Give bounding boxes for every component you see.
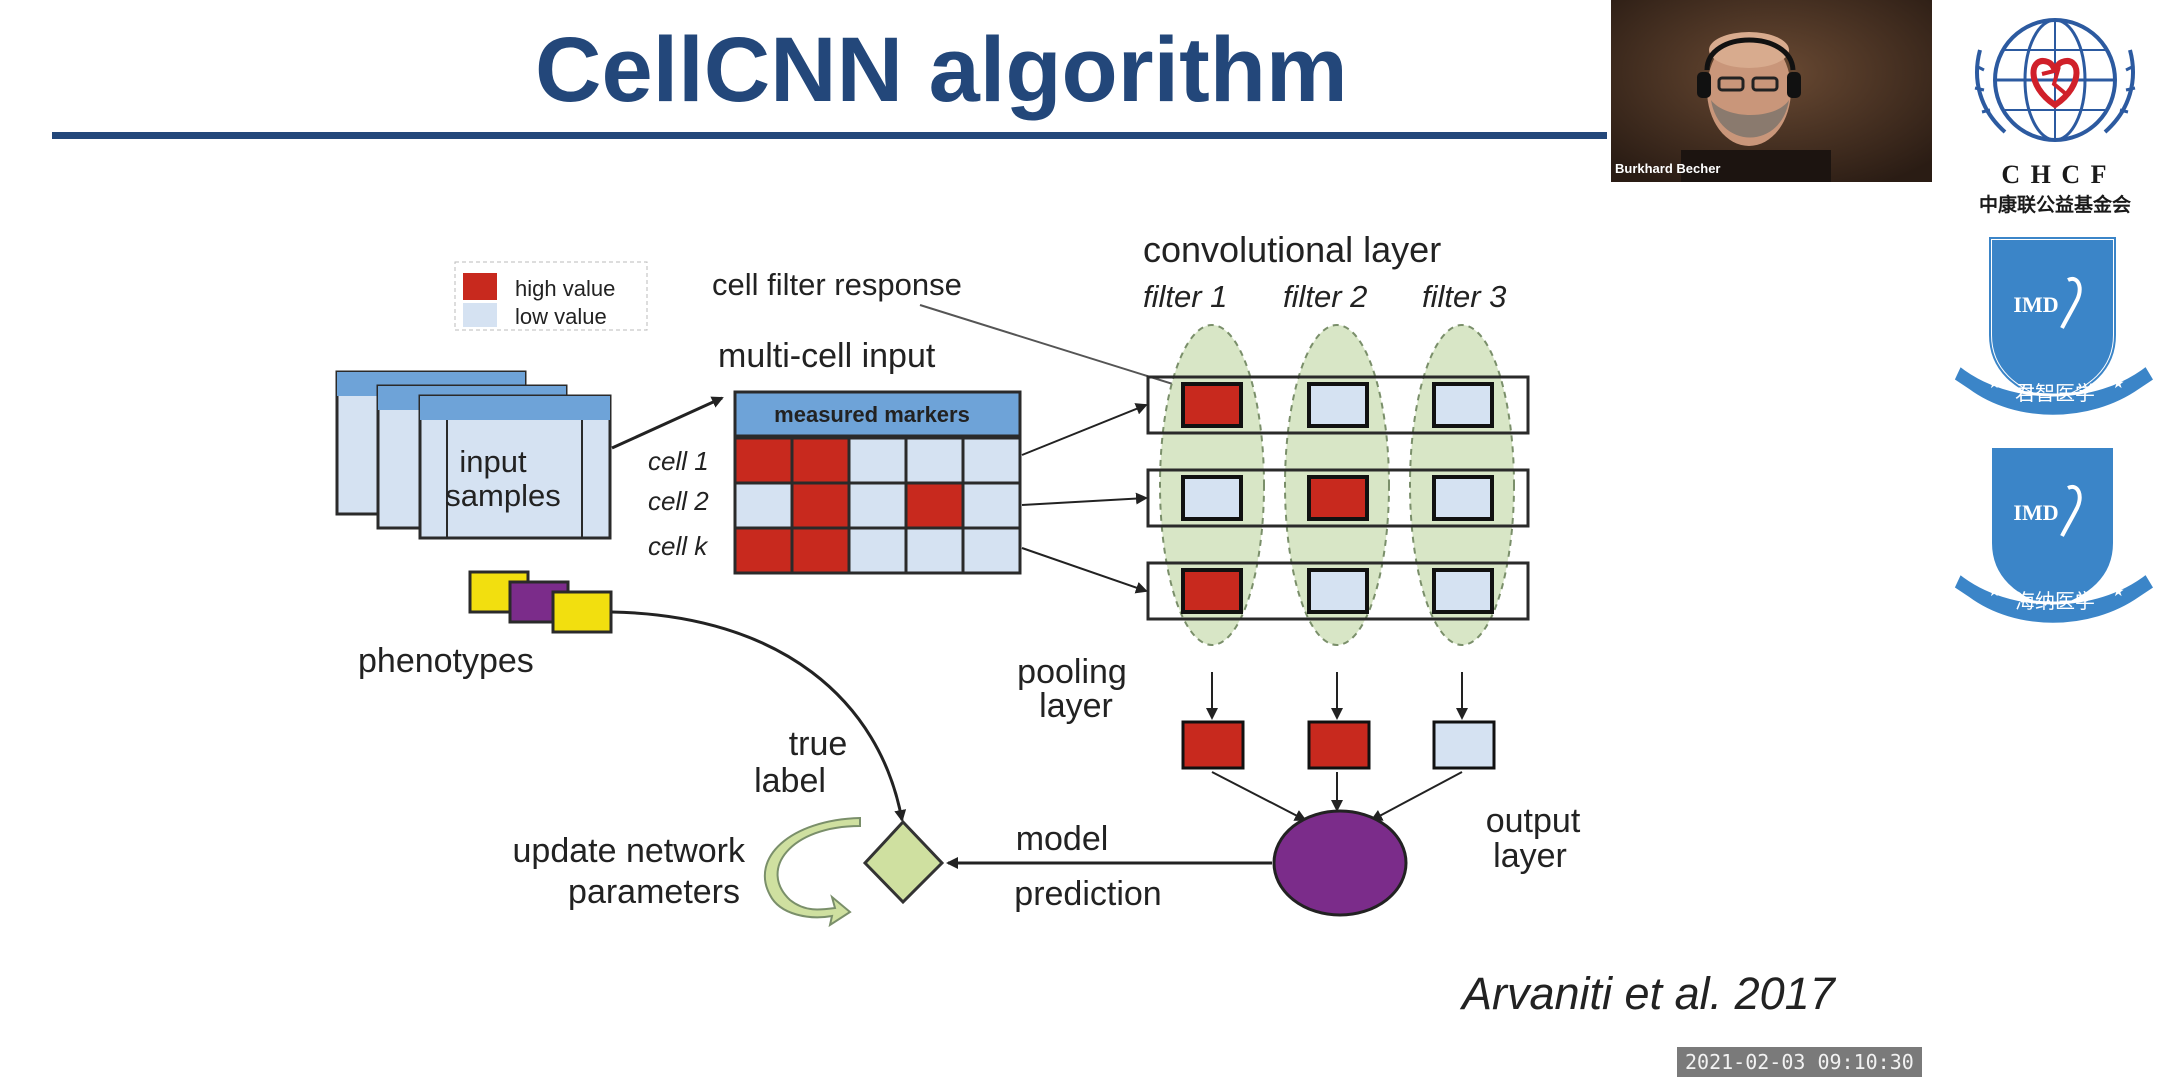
update-network-label-1: update network — [513, 832, 746, 870]
pooling-layer-label-2: layer — [1039, 687, 1113, 725]
legend-high-label: high value — [515, 276, 615, 301]
citation: Arvaniti et al. 2017 — [1462, 968, 1835, 1019]
chcf-chinese: 中康联公益基金会 — [1978, 194, 2131, 216]
input-samples-stack: input samples — [335, 370, 612, 540]
legend-low-label: low value — [515, 304, 607, 329]
model-prediction-label-2: prediction — [1014, 875, 1161, 913]
model-prediction-label-1: model — [1016, 820, 1109, 858]
filter-3-label: filter 3 — [1422, 279, 1506, 314]
timestamp: 2021-02-03 09:10:30 — [1677, 1047, 1922, 1077]
input-samples-label-1: input — [459, 444, 527, 479]
chcf-latin: C H C F — [2001, 160, 2109, 189]
presenter-video-icon — [1611, 0, 1932, 182]
arrow-matrix-to-conv-1 — [1021, 403, 1148, 456]
svg-text:★: ★ — [1988, 583, 2001, 599]
svg-text:★: ★ — [1988, 375, 2001, 391]
loss-diamond — [862, 819, 945, 905]
imd-logo-2-mark: IMD — [2013, 500, 2058, 525]
imd-logo-1-icon: IMD 君智医学 ★ ★ — [1951, 236, 2158, 418]
arrow-filter-response — [919, 304, 1210, 398]
cell-row-label-1: cell 1 — [648, 446, 709, 476]
true-label-text-1: true — [789, 725, 848, 763]
arrow-matrix-to-conv-2 — [1021, 492, 1148, 506]
input-samples-label-2: samples — [445, 478, 560, 513]
pooling-layer-label-1: pooling — [1017, 653, 1127, 691]
pooling-nodes — [1181, 720, 1496, 770]
output-layer-label-2: layer — [1493, 837, 1567, 875]
cell-row-label-2: cell 2 — [648, 486, 709, 516]
imd-logo-1-mark: IMD — [2013, 292, 2058, 317]
output-node — [1272, 809, 1408, 917]
svg-text:★: ★ — [2112, 583, 2125, 599]
update-network-label-2: parameters — [568, 873, 740, 911]
arrow-matrix-to-conv-3 — [1021, 547, 1148, 594]
phenotypes-label: phenotypes — [358, 642, 534, 680]
chcf-globe-logo-icon — [1974, 18, 2136, 142]
phenotype-cards — [468, 570, 613, 634]
filter-2-label: filter 2 — [1283, 279, 1367, 314]
output-layer-label-1: output — [1486, 802, 1581, 840]
update-arrow-icon — [763, 816, 861, 928]
imd-logo-2-ribbon: 海纳医学 — [2015, 589, 2095, 613]
arrow-phenotypes-to-diamond — [611, 610, 907, 822]
cell-row-label-k: cell k — [648, 531, 709, 561]
filter-1-label: filter 1 — [1143, 279, 1227, 314]
conv-rows — [1146, 375, 1530, 621]
convolutional-layer-label: convolutional layer — [1143, 229, 1441, 270]
legend-high-swatch — [463, 273, 497, 300]
measured-markers-matrix: measured markers — [733, 390, 1022, 575]
multi-cell-input-label: multi-cell input — [718, 337, 936, 375]
true-label-text-2: label — [754, 762, 826, 800]
measured-markers-label: measured markers — [774, 402, 970, 427]
imd-logo-1-ribbon: 君智医学 — [2015, 381, 2095, 405]
arrow-input-to-matrix — [611, 396, 724, 450]
cell-filter-response-label: cell filter response — [712, 267, 962, 302]
title-rule — [52, 132, 1607, 139]
sponsor-logos: C H C F 中康联公益基金会 IMD 君智医学 ★ ★ IMD 海纳医学 ★… — [1950, 0, 2160, 1080]
legend: high value low value — [454, 261, 648, 331]
presenter-name: Burkhard Becher — [1615, 161, 1721, 176]
slide-title: CellCNN algorithm — [535, 19, 1348, 121]
webcam-feed: Burkhard Becher — [1611, 0, 1932, 182]
imd-logo-2-icon: IMD 海纳医学 ★ ★ — [1951, 444, 2158, 626]
legend-low-swatch — [463, 303, 497, 327]
svg-text:★: ★ — [2112, 375, 2125, 391]
